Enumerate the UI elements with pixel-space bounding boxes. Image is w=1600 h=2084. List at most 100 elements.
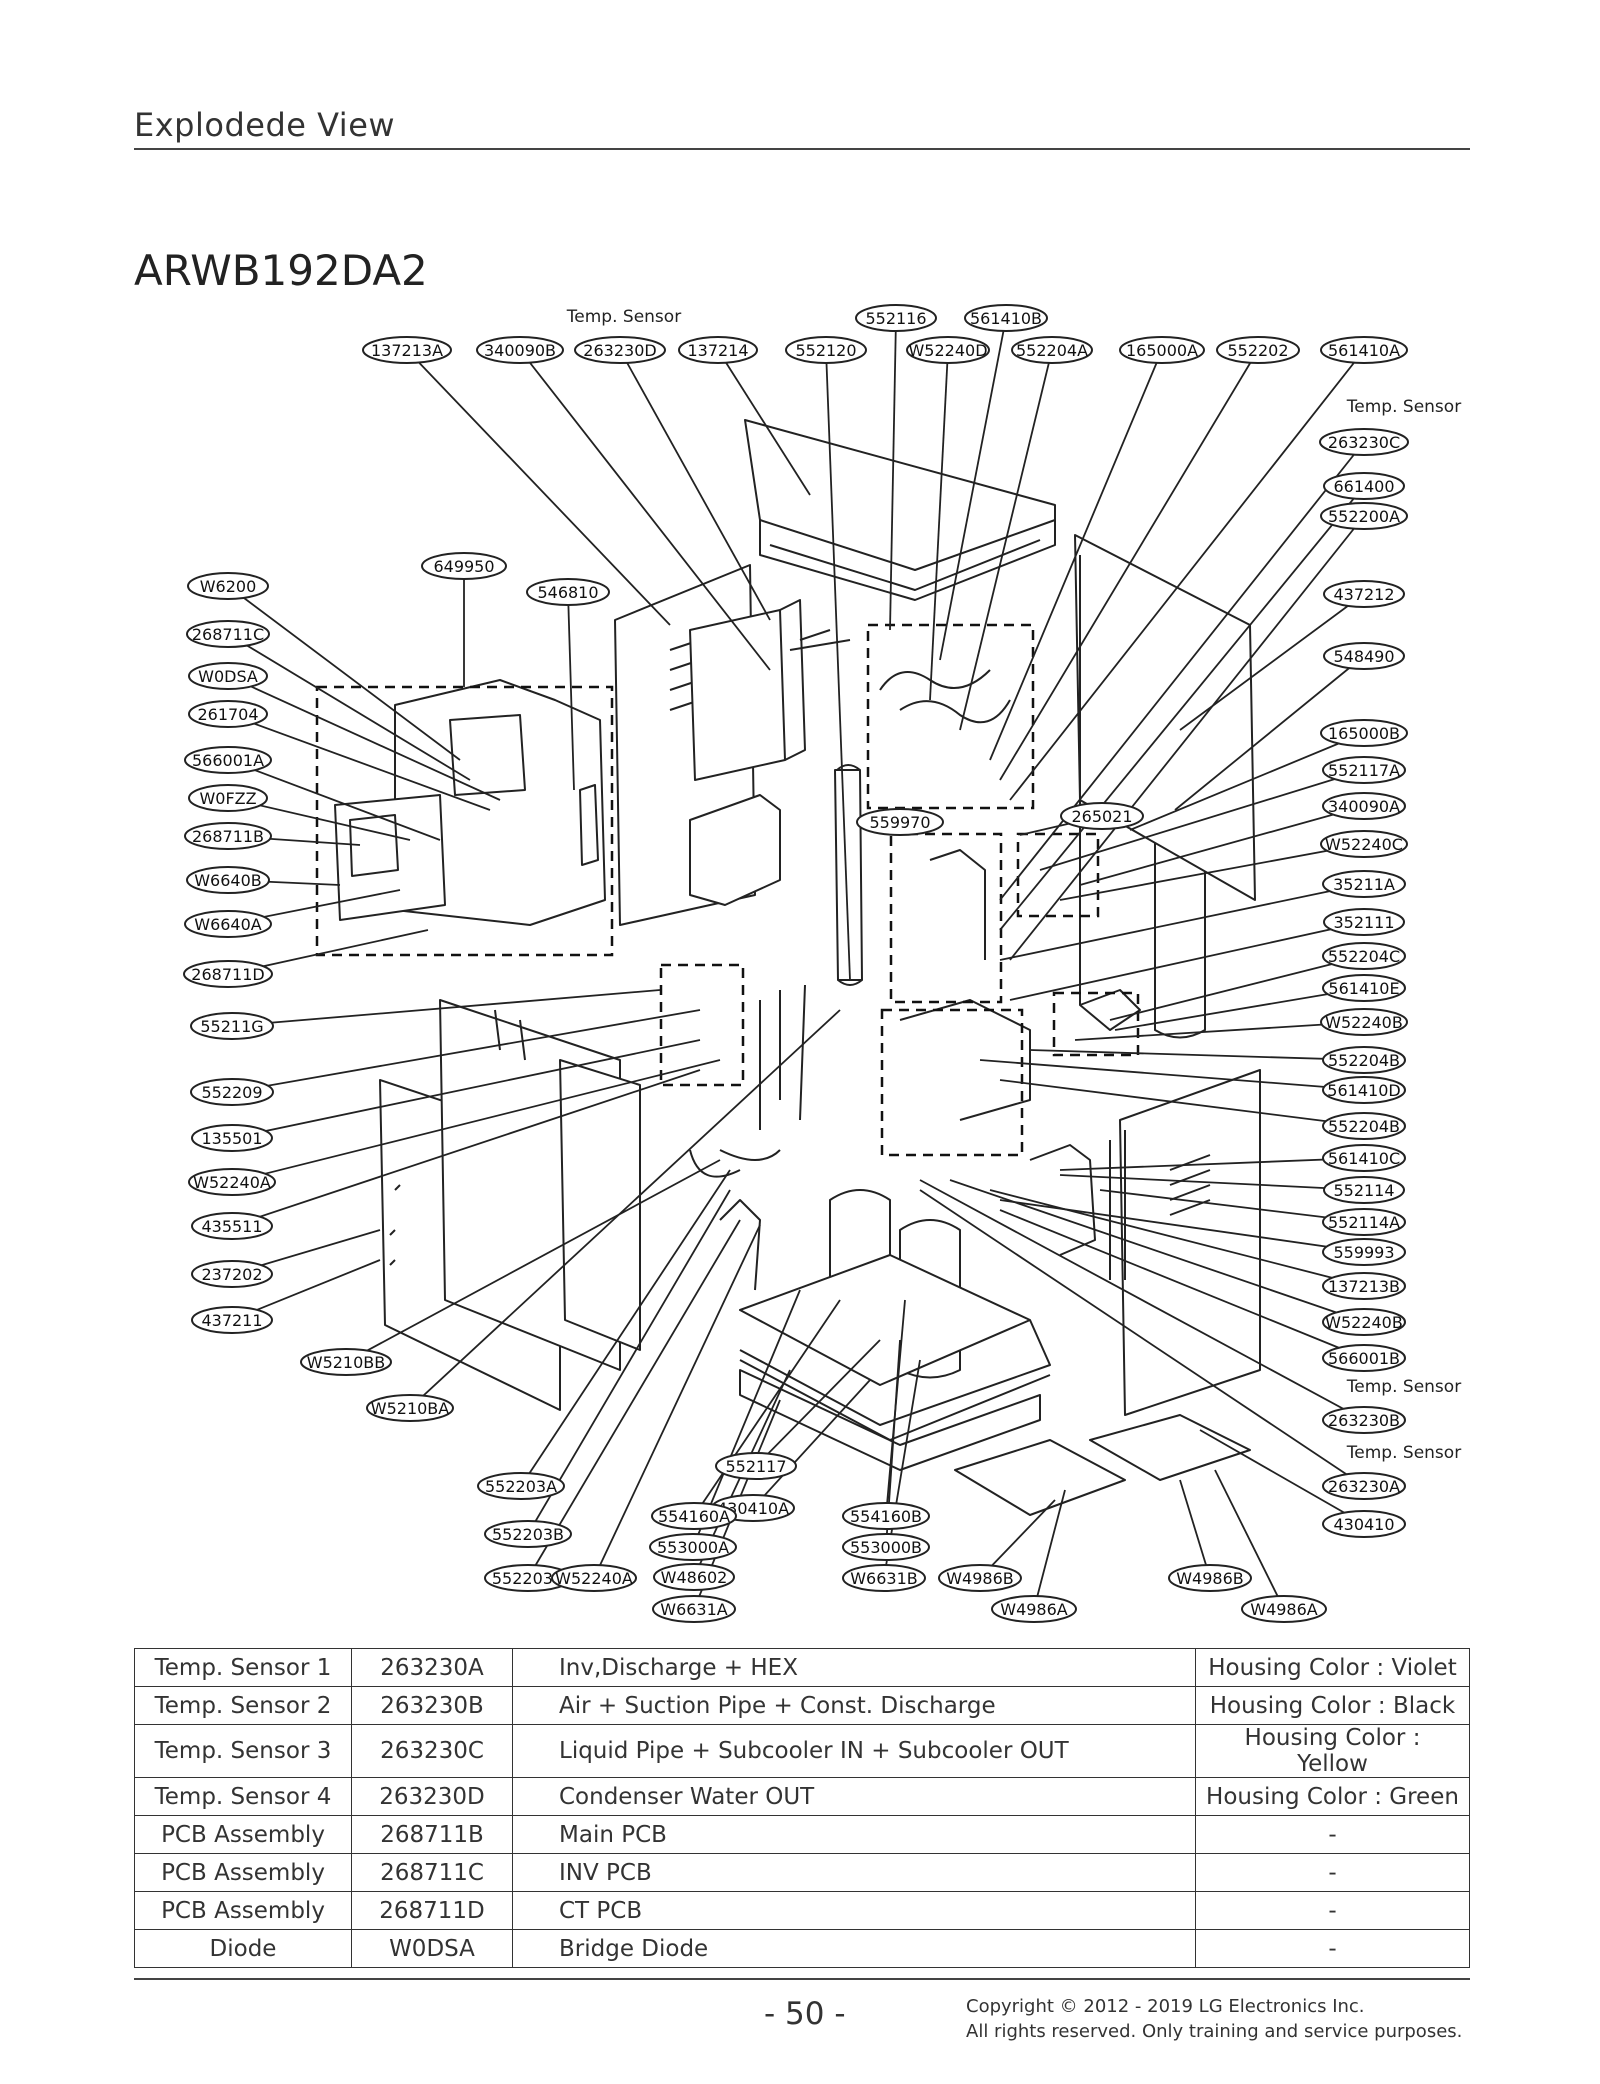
- model-title: ARWB192DA2: [134, 246, 428, 295]
- part-callout: 561410B: [964, 304, 1048, 332]
- part-callout: 548490: [1323, 642, 1405, 670]
- callout-bubble: [1322, 1472, 1406, 1500]
- part-number: 268711D: [191, 965, 264, 984]
- part-callout: 437212: [1323, 580, 1405, 608]
- part-callout: 552116: [855, 304, 937, 332]
- callout-bubble: [184, 746, 272, 774]
- callout-bubble: [186, 866, 270, 894]
- part-number: 552204B: [1328, 1117, 1400, 1136]
- part-callout: 561410D: [1322, 1076, 1406, 1104]
- leader-line: [227, 633, 471, 781]
- callout-bubble: [477, 1472, 565, 1500]
- callout-bubble: [1320, 1008, 1408, 1036]
- part-number: 552204C: [1328, 947, 1400, 966]
- part-code-cell: 268711C: [351, 1853, 513, 1892]
- part-number: 561410E: [1328, 979, 1399, 998]
- part-number: 340090A: [1328, 797, 1400, 816]
- part-callout: W52240A: [551, 1564, 637, 1592]
- copyright-line-1: Copyright © 2012 - 2019 LG Electronics I…: [966, 1996, 1365, 2017]
- part-callout: 552120: [785, 336, 867, 364]
- part-number: 340090B: [484, 341, 556, 360]
- part-number: W6631B: [850, 1569, 918, 1588]
- note-cell: -: [1195, 1815, 1470, 1854]
- part-callout: W4986B: [938, 1564, 1022, 1592]
- part-number: 263230B: [1328, 1411, 1400, 1430]
- exploded-view-artwork: [334, 419, 1261, 1516]
- part-callout: 352111: [1323, 908, 1405, 936]
- footer-rule: [134, 1978, 1470, 1980]
- part-callout: 552204C: [1322, 942, 1406, 970]
- part-callout: 561410A: [1320, 336, 1408, 364]
- part-callout: 137213A: [362, 336, 452, 364]
- part-name-cell: PCB Assembly: [134, 1853, 352, 1892]
- callout-bubble: [1119, 336, 1205, 364]
- callout-bubble: [1320, 719, 1408, 747]
- part-number: W0DSA: [198, 667, 258, 686]
- description-cell: Inv,Discharge + HEX: [512, 1648, 1196, 1687]
- part-callout: 135501: [191, 1124, 273, 1152]
- leader-line: [939, 317, 1007, 661]
- part-number: 263230D: [583, 341, 656, 360]
- part-callout: W5210BB: [300, 1348, 392, 1376]
- callout-bubble: [1060, 802, 1144, 830]
- callout-bubble: [649, 1533, 737, 1561]
- callout-bubble: [1322, 1510, 1406, 1538]
- part-callout: 566001B: [1322, 1344, 1406, 1372]
- callout-bubble: [188, 784, 268, 812]
- callout-bubble: [1322, 1112, 1406, 1140]
- callout-bubble: [938, 1564, 1022, 1592]
- note-cell: -: [1195, 1853, 1470, 1892]
- callout-bubble: [1323, 642, 1405, 670]
- leader-line: [1074, 1021, 1365, 1041]
- callout-bubble: [187, 572, 269, 600]
- callout-bubble: [574, 336, 666, 364]
- leader-line: [227, 675, 501, 801]
- part-callout: W5210BA: [366, 1394, 454, 1422]
- note-cell: Housing Color : Black: [1195, 1686, 1470, 1725]
- callout-bubble: [188, 662, 268, 690]
- leader-line: [231, 1009, 701, 1093]
- part-callout: 552203A: [477, 1472, 565, 1500]
- part-name-cell: PCB Assembly: [134, 1891, 352, 1930]
- callout-bubble: [855, 304, 937, 332]
- leader-line: [519, 349, 771, 671]
- part-number: 552117A: [1328, 761, 1400, 780]
- leader-line: [755, 1339, 881, 1467]
- callout-bubble: [551, 1564, 637, 1592]
- part-callout: 268711D: [183, 960, 273, 988]
- leader-line: [619, 349, 771, 621]
- callout-bubble: [1322, 942, 1406, 970]
- part-number: 137213B: [1328, 1277, 1400, 1296]
- callout-bubble: [362, 336, 452, 364]
- leader-line: [1039, 769, 1365, 871]
- callout-bubble: [1322, 1344, 1406, 1372]
- part-callout: 268711C: [186, 620, 270, 648]
- leader-line: [999, 441, 1365, 901]
- leader-line: [231, 1059, 721, 1183]
- part-number: 546810: [537, 583, 598, 602]
- part-name-cell: Temp. Sensor 2: [134, 1686, 352, 1725]
- callout-bubble: [1323, 472, 1405, 500]
- part-callout: W0DSA: [188, 662, 268, 690]
- part-code-cell: 263230B: [351, 1686, 513, 1725]
- leader-line: [999, 349, 1259, 781]
- leader-line: [1109, 955, 1365, 1021]
- part-callout: W6631A: [652, 1595, 736, 1623]
- leader-line: [1079, 805, 1365, 886]
- callout-bubble: [1216, 336, 1300, 364]
- part-number: 263230C: [1328, 433, 1400, 452]
- part-number: 237202: [201, 1265, 262, 1284]
- part-callout: 237202: [191, 1260, 273, 1288]
- part-callout: 552114A: [1322, 1208, 1406, 1236]
- part-number: 552209: [201, 1083, 262, 1102]
- callout-bubble: [856, 808, 944, 836]
- part-callout: 561410C: [1322, 1144, 1406, 1172]
- leader-line: [752, 1379, 871, 1509]
- part-number: 554160B: [850, 1507, 922, 1526]
- part-callout: W4986A: [991, 1595, 1077, 1623]
- part-code-cell: 268711B: [351, 1815, 513, 1854]
- part-number: 553000A: [657, 1538, 729, 1557]
- part-callout: 55211G: [190, 1012, 274, 1040]
